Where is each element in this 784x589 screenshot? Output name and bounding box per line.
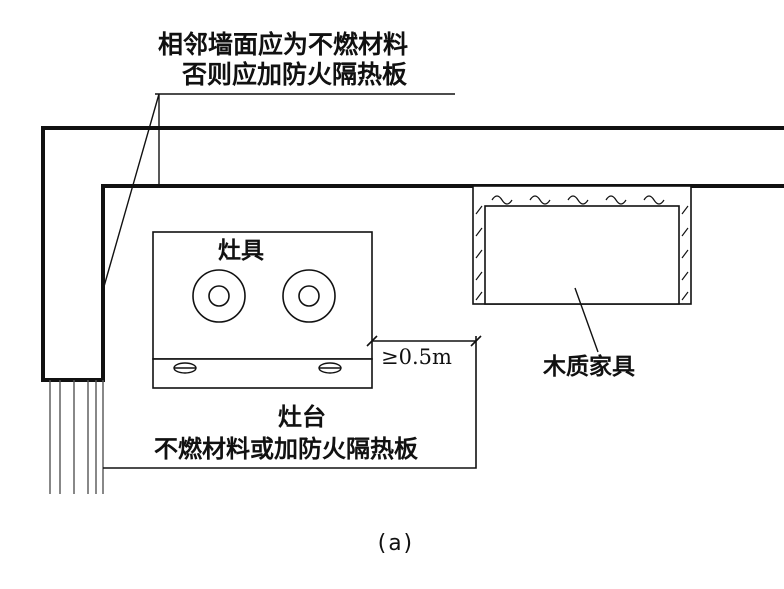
wall-extension-lines xyxy=(49,380,104,494)
wall-note-leader xyxy=(102,93,455,291)
furniture-label: 木质家具 xyxy=(543,354,635,380)
stove xyxy=(152,231,373,389)
knob-right xyxy=(318,362,342,374)
cabinet-inner xyxy=(484,205,680,305)
counter-label: 灶台 xyxy=(278,403,326,431)
cabinet-hatch xyxy=(475,195,689,301)
furniture-leader xyxy=(574,287,599,353)
stove-label: 灶具 xyxy=(218,238,264,264)
wall-note-line2: 否则应加防火隔热板 xyxy=(182,60,408,89)
wall-note-line1: 相邻墙面应为不燃材料 xyxy=(158,30,409,59)
figure-caption: (a) xyxy=(375,531,415,556)
knob-left xyxy=(173,362,197,374)
wooden-furniture xyxy=(472,185,692,353)
burner-left xyxy=(192,269,246,323)
wall-outline xyxy=(41,126,784,382)
distance-dimension xyxy=(366,335,482,347)
counter-note: 不燃材料或加防火隔热板 xyxy=(154,435,418,463)
burner-right xyxy=(282,269,336,323)
counter-outline xyxy=(103,336,477,469)
distance-label: ≥0.5m xyxy=(381,345,452,369)
